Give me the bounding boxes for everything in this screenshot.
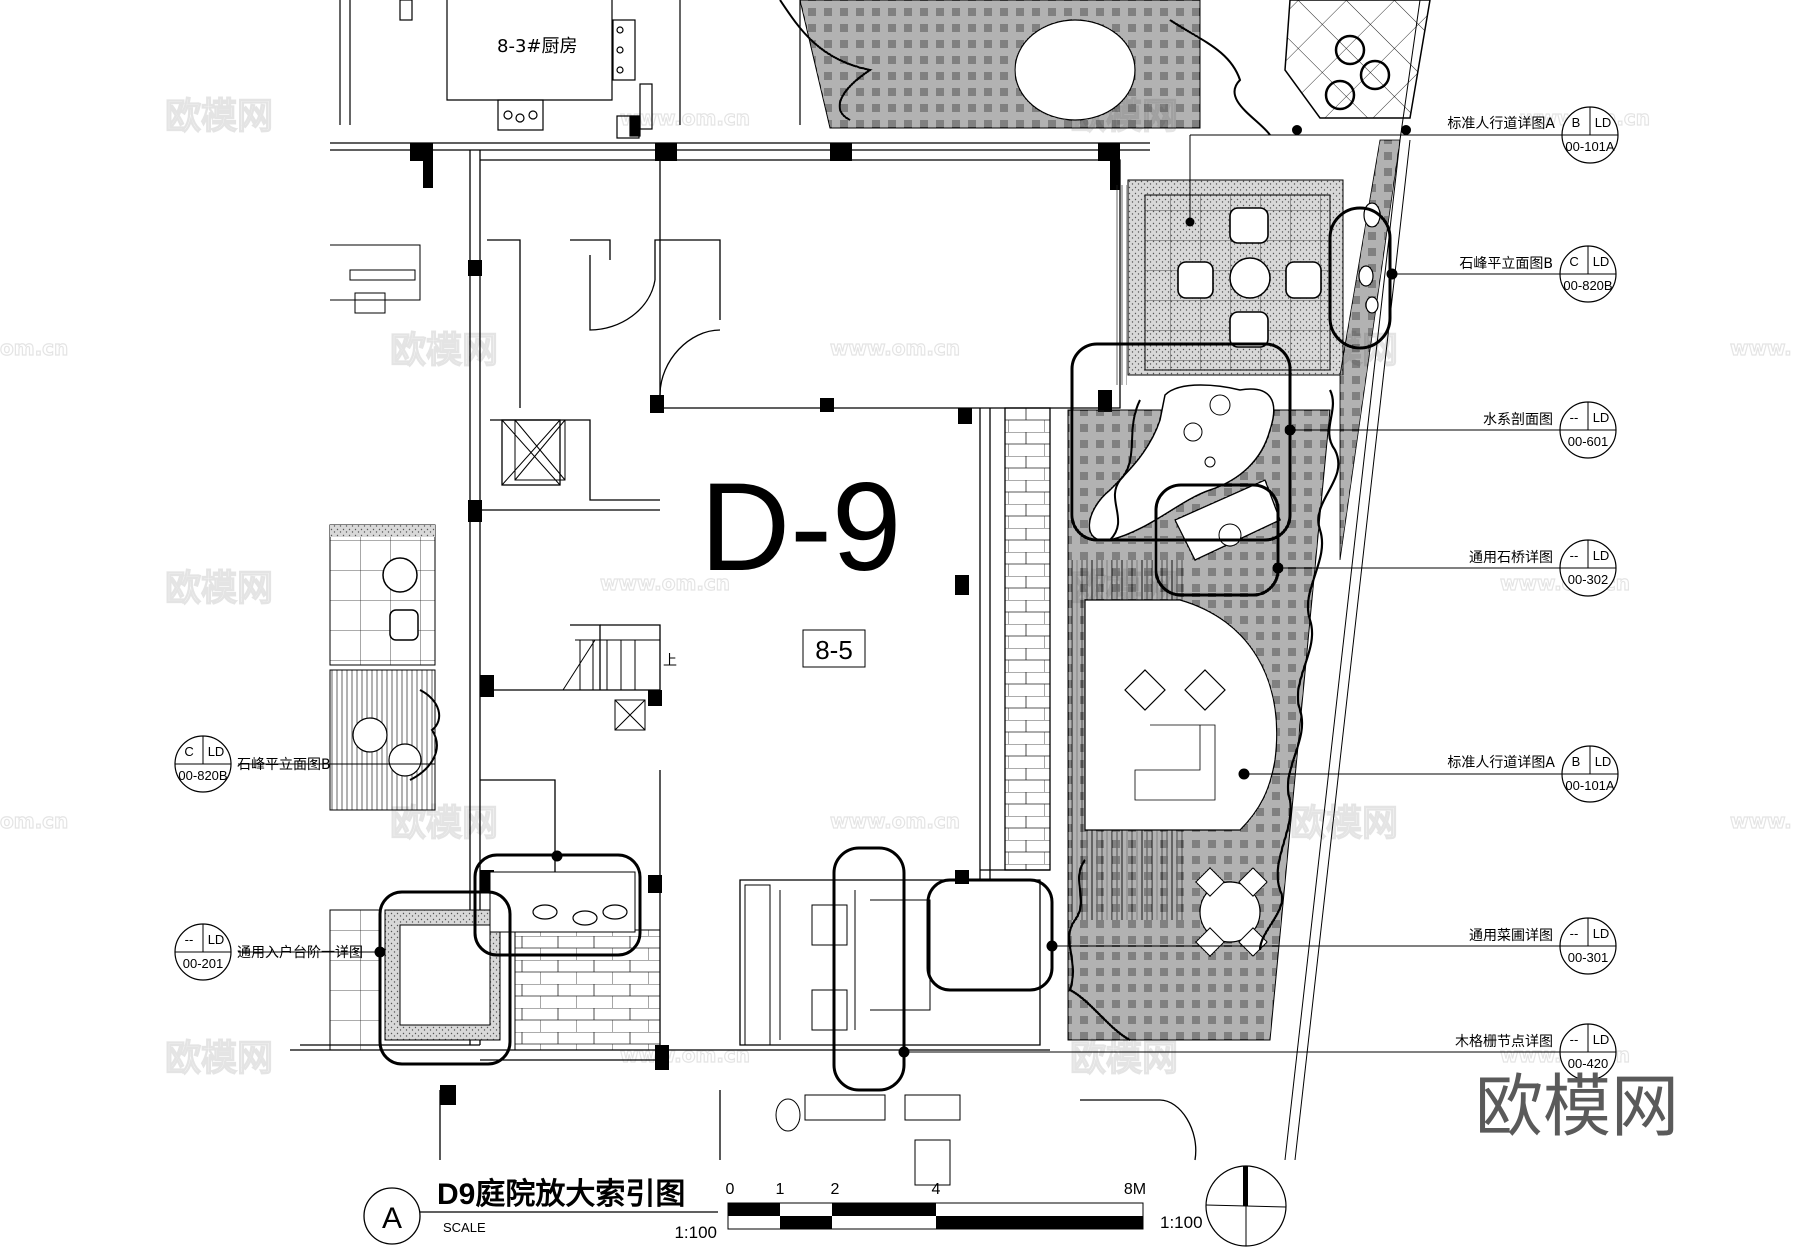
drawing-type: LD — [208, 932, 225, 947]
brand-watermark: 欧模网 — [1475, 1068, 1679, 1147]
drawing-type: LD — [208, 744, 225, 759]
elevator — [514, 419, 566, 481]
top-garden — [779, 0, 1431, 136]
sheet-number: 00-101A — [1565, 778, 1614, 793]
right-garden — [1067, 0, 1421, 1161]
watermark-brand: 欧模网 — [165, 96, 273, 137]
watermark-url: www.om.cn — [830, 336, 960, 360]
drawing-type: LD — [1593, 1032, 1610, 1047]
plot-label: D-9 — [700, 458, 901, 597]
callout-bubble[interactable]: B LD 00-101A — [1561, 106, 1619, 164]
drawing-type: LD — [1595, 754, 1612, 769]
highlight-vegetable-garden — [926, 878, 1054, 992]
callout-bubble[interactable]: -- LD 00-201 — [174, 923, 232, 981]
scale-tick: 1 — [776, 1181, 785, 1198]
callouts-right: B LD 00-101A 标准人行道详图A C LD 00-820B 石峰平立面… — [1447, 106, 1619, 1081]
detail-ref: -- — [1570, 926, 1579, 941]
drawing-title: D9庭院放大索引图 — [437, 1177, 685, 1211]
detail-ref: -- — [185, 932, 194, 947]
stair — [562, 639, 660, 731]
lower-rooms — [744, 884, 961, 1186]
watermark-url: om.cn — [0, 809, 68, 833]
watermark-brand: 欧模网 — [390, 330, 498, 371]
callout-bubble[interactable]: -- LD 00-420 — [1559, 1023, 1617, 1081]
callout-bubble[interactable]: C LD 00-820B — [1559, 245, 1617, 303]
watermark-url: www.om.cn — [600, 571, 730, 595]
sheet-number: 00-301 — [1568, 950, 1608, 965]
scale-tick: 2 — [831, 1181, 840, 1198]
callout-label: 通用菜圃详图 — [1469, 928, 1553, 944]
highlight-timber-grille — [832, 846, 906, 1092]
watermark-url: om.cn — [0, 336, 68, 360]
watermark-url: www. — [1730, 809, 1792, 833]
callout-label: 木格栅节点详图 — [1455, 1034, 1553, 1050]
leader-lines — [238, 134, 1566, 1058]
scale-value: 1:100 — [674, 1223, 717, 1242]
watermark-brand: 欧模网 — [165, 1038, 273, 1079]
callout-bubble[interactable]: B LD 00-101A — [1561, 745, 1619, 803]
view-id-bubble — [363, 1187, 421, 1245]
callout-bubble[interactable]: -- LD 00-301 — [1559, 917, 1617, 975]
watermark-url: www.om.cn — [620, 106, 750, 130]
highlight-entry-step — [378, 890, 512, 1066]
left-garden — [329, 244, 441, 811]
callout-bubble[interactable]: -- LD 00-302 — [1559, 539, 1617, 597]
sheet-number: 00-201 — [183, 956, 223, 971]
callout-label: 石峰平立面图B — [237, 757, 331, 773]
callout-label: 通用石桥详图 — [1469, 550, 1553, 566]
detail-ref: B — [1572, 115, 1581, 130]
watermark-url: www.om.cn — [830, 809, 960, 833]
watermark-brand: 欧模网 — [1070, 1038, 1178, 1079]
structural-columns — [410, 143, 1120, 1105]
north-needle — [1243, 1166, 1248, 1206]
stair-up-label: 上 — [663, 653, 677, 669]
sheet-number: 00-820B — [1563, 278, 1612, 293]
callout-label: 石峰平立面图B — [1459, 256, 1553, 272]
sheet-number: 00-820B — [178, 768, 227, 783]
scale-tick: 0 — [726, 1181, 735, 1198]
sheet-number: 00-302 — [1568, 572, 1608, 587]
detail-ref: B — [1572, 754, 1581, 769]
detail-ref: C — [1569, 254, 1578, 269]
house-walls — [290, 142, 1197, 1161]
sheet-number: 00-601 — [1568, 434, 1608, 449]
north-arrow — [1205, 1165, 1287, 1247]
scale-caption: SCALE — [443, 1220, 486, 1235]
neighbor-room-label: 8-3#厨房 — [497, 36, 577, 57]
neighbor-building-top — [339, 0, 801, 139]
callout-label: 通用入户台阶一详图 — [237, 944, 363, 961]
plot-sub-label-box — [802, 629, 866, 668]
highlight-stone-bridge — [1154, 483, 1280, 597]
scale-tick: 4 — [932, 1181, 941, 1198]
watermark-brand: 欧模网 — [165, 568, 273, 609]
callout-label: 标准人行道详图A — [1447, 116, 1555, 132]
scale-bar: 0 1 2 4 8M 1:100 — [726, 1181, 1203, 1232]
callout-label: 水系剖面图 — [1483, 412, 1553, 428]
drawing-type: LD — [1595, 115, 1612, 130]
drawing-type: LD — [1593, 926, 1610, 941]
detail-ref: -- — [1570, 410, 1579, 425]
sheet-number: 00-420 — [1568, 1056, 1608, 1071]
watermark-url: www. — [1730, 336, 1792, 360]
callouts-left: C LD 00-820B 石峰平立面图B -- LD 00-201 通用入户台阶… — [174, 735, 363, 981]
callout-bubble[interactable]: -- LD 00-601 — [1559, 401, 1617, 459]
drawing-type: LD — [1593, 410, 1610, 425]
watermark-brand: 欧模网 — [1290, 803, 1398, 844]
drawing-type: LD — [1593, 254, 1610, 269]
scale-ratio: 1:100 — [1160, 1213, 1203, 1232]
detail-ref: -- — [1570, 1032, 1579, 1047]
detail-ref: C — [184, 744, 193, 759]
scale-tick: 8M — [1124, 1181, 1146, 1198]
entry-steps — [329, 871, 661, 1051]
callout-label: 标准人行道详图A — [1447, 755, 1555, 771]
view-id: A — [382, 1202, 402, 1235]
callout-bubble[interactable]: C LD 00-820B — [174, 735, 232, 793]
detail-highlights — [378, 206, 1392, 1092]
detail-ref: -- — [1570, 548, 1579, 563]
highlight-water-system — [1070, 342, 1292, 542]
plot-sub-label: 8-5 — [815, 635, 853, 665]
title-block: A D9庭院放大索引图 SCALE 1:100 — [363, 1177, 718, 1245]
sheet-number: 00-101A — [1565, 139, 1614, 154]
drawing-type: LD — [1593, 548, 1610, 563]
